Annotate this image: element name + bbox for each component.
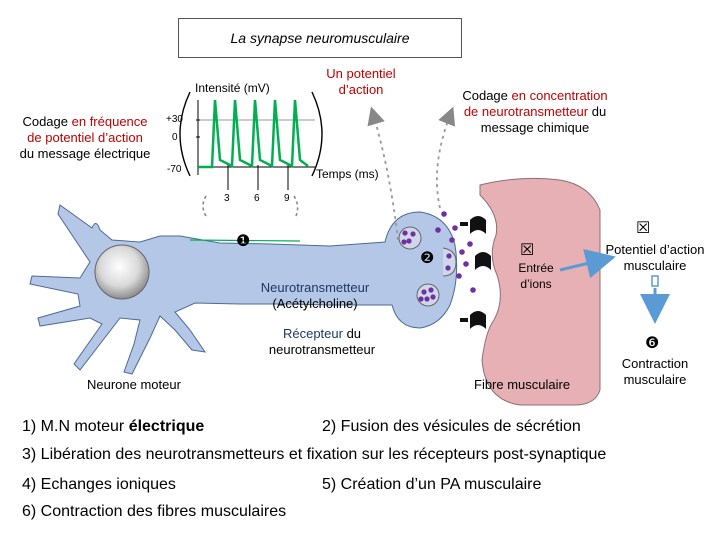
motor-neuron bbox=[29, 204, 458, 375]
motor-neuron-label: Neurone moteur bbox=[87, 377, 181, 392]
receptor-line1-suffix: du bbox=[342, 326, 362, 341]
receptor-line1: Récepteur bbox=[282, 326, 343, 341]
step-3: 3) Libération des neurotransmetteurs et … bbox=[22, 446, 607, 463]
diagram-title: La synapse neuromusculaire bbox=[178, 18, 462, 58]
frequency-coding-label: Codage en fréquence de potentiel d’actio… bbox=[6, 114, 164, 162]
y-tick-zero: 0 bbox=[172, 132, 178, 143]
concentration-line2-suffix: du bbox=[588, 104, 607, 119]
action-potential-trace bbox=[198, 99, 309, 169]
step-1-bold: électrique bbox=[128, 418, 205, 435]
step-1: 1) M.N moteur électrique bbox=[22, 418, 204, 436]
action-potential-label: Un potentiel d’action bbox=[318, 66, 404, 98]
vesicle-2 bbox=[416, 283, 440, 307]
frequency-highlight: en fréquence bbox=[71, 114, 148, 129]
action-potential-line1: Un potentiel bbox=[326, 66, 396, 81]
receptors bbox=[460, 216, 491, 329]
frequency-line2: de potentiel d’action bbox=[27, 130, 143, 145]
graph-y-label: Intensité (mV) bbox=[195, 81, 270, 95]
neurotransmitter-molecules bbox=[435, 211, 476, 293]
muscle-ap-line2: musculaire bbox=[623, 258, 687, 273]
frequency-line3: du message électrique bbox=[19, 146, 151, 161]
receptor-line2: neurotransmetteur bbox=[268, 342, 376, 357]
concentration-coding-label: Codage en concentration de neurotransmet… bbox=[440, 88, 630, 136]
y-tick-minus70: -70 bbox=[167, 164, 182, 175]
contraction-line1: Contraction bbox=[621, 356, 689, 371]
concentration-prefix: Codage bbox=[462, 88, 508, 103]
ion-entry-line1: Entrée bbox=[518, 261, 554, 275]
concentration-highlight: en concentration bbox=[511, 88, 608, 103]
neurotransmitter-line1: Neurotransmetteur bbox=[260, 280, 370, 295]
step-1-prefix: 1) M.N moteur bbox=[22, 418, 129, 435]
ion-entry-label: Entrée d’ions bbox=[506, 260, 566, 292]
x-tick-3: 3 bbox=[224, 193, 230, 204]
step-marker-6: ❻ bbox=[645, 335, 660, 352]
x-tick-9: 9 bbox=[284, 193, 290, 204]
contraction-label: Contraction musculaire bbox=[610, 356, 700, 388]
muscle-fiber-label: Fibre musculaire bbox=[474, 377, 571, 392]
step-marker-5: ☒ bbox=[636, 220, 651, 237]
frequency-prefix: Codage bbox=[22, 114, 68, 129]
concentration-line2-highlight: de neurotransmetteur bbox=[463, 104, 589, 119]
ion-entry-line2: d’ions bbox=[520, 277, 552, 291]
graph-x-label: Temps (ms) bbox=[316, 167, 379, 181]
concentration-line3: message chimique bbox=[480, 120, 590, 135]
vesicle-group-1 bbox=[398, 226, 422, 250]
step-marker-3: ☒ bbox=[520, 242, 535, 259]
nucleus bbox=[94, 244, 150, 300]
receptor-label: Récepteur du neurotransmetteur bbox=[252, 326, 392, 358]
step-4: 4) Echanges ioniques bbox=[22, 476, 176, 493]
step-5: 5) Création d’un PA musculaire bbox=[322, 476, 542, 493]
neurotransmitter-label: Neurotransmetteur (Acétylcholine) bbox=[250, 280, 380, 312]
step-6: 6) Contraction des fibres musculaires bbox=[22, 503, 287, 520]
action-potential-line2: d’action bbox=[338, 82, 384, 97]
muscle-fiber bbox=[479, 177, 601, 406]
neurotransmitter-line2: (Acétylcholine) bbox=[272, 296, 358, 311]
step-marker-1: ❶ bbox=[236, 233, 251, 250]
muscle-ap-line1: Potentiel d’action bbox=[605, 242, 705, 257]
step-marker-2: ❷ bbox=[420, 250, 435, 267]
x-tick-6: 6 bbox=[254, 193, 260, 204]
muscle-action-potential-label: Potentiel d’action musculaire bbox=[592, 242, 718, 274]
y-tick-plus30: +30 bbox=[166, 114, 183, 125]
contraction-line2: musculaire bbox=[623, 372, 687, 387]
step-2: 2) Fusion des vésicules de sécrétion bbox=[322, 418, 581, 435]
